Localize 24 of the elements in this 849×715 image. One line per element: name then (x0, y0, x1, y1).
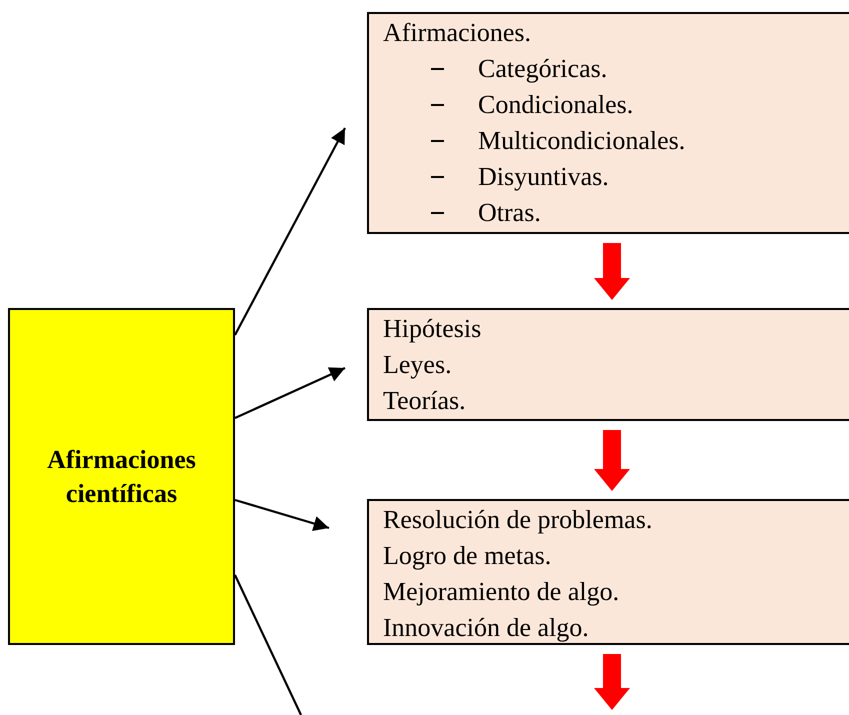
text-line: Logro de metas. (383, 540, 552, 572)
text-box (367, 499, 849, 645)
block-arrow (594, 654, 630, 710)
text-line: Teorías. (383, 385, 466, 417)
text-box (367, 308, 849, 421)
list-item: Categóricas. (478, 53, 608, 85)
text-line: Mejoramiento de algo. (383, 576, 620, 608)
text-line: Leyes. (383, 349, 452, 381)
arrow (234, 498, 330, 531)
node-text: Afirmaciones científicas (46, 444, 197, 510)
text-line: Resolución de problemas. (383, 504, 652, 536)
text-line: Hipótesis (383, 313, 482, 345)
arrow (234, 127, 346, 336)
text-line: Innovación de algo. (383, 612, 589, 644)
list-item: Disyuntivas. (478, 161, 609, 193)
list-heading: Afirmaciones. (383, 17, 532, 49)
title-box (8, 308, 235, 645)
block-arrow (594, 430, 630, 491)
list-item: Otras. (478, 197, 541, 229)
list-item: Multicondicionales. (478, 125, 686, 157)
arrow (234, 367, 346, 419)
block-arrow (594, 243, 630, 300)
text-box (367, 12, 849, 234)
list-item: Condicionales. (478, 89, 634, 121)
